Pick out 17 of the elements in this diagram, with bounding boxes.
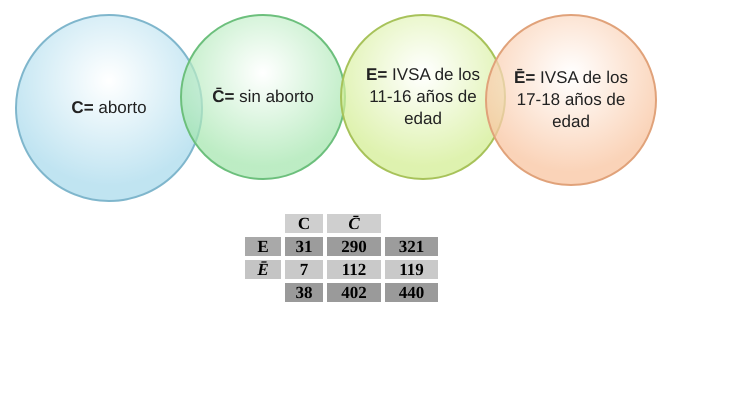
table-value: 112: [325, 258, 383, 281]
circle-label: E= IVSA de los 11-16 años de edad: [365, 64, 481, 130]
table-value: 290: [325, 235, 383, 258]
table-value: 119: [383, 258, 440, 281]
circle-label: C̄= sin aborto: [211, 86, 315, 108]
table-value: 321: [383, 235, 440, 258]
table-value: 38: [283, 281, 325, 304]
row-header: Ē: [243, 258, 283, 281]
row-header: E: [243, 235, 283, 258]
table-value: 402: [325, 281, 383, 304]
column-header: C: [283, 212, 325, 235]
column-header: C̄: [325, 212, 383, 235]
circle-label: Ē= IVSA de los 17-18 años de edad: [513, 67, 629, 133]
table-value: 440: [383, 281, 440, 304]
table-value: 7: [283, 258, 325, 281]
circle-label: C= aborto: [70, 97, 148, 119]
table-value: 31: [283, 235, 325, 258]
